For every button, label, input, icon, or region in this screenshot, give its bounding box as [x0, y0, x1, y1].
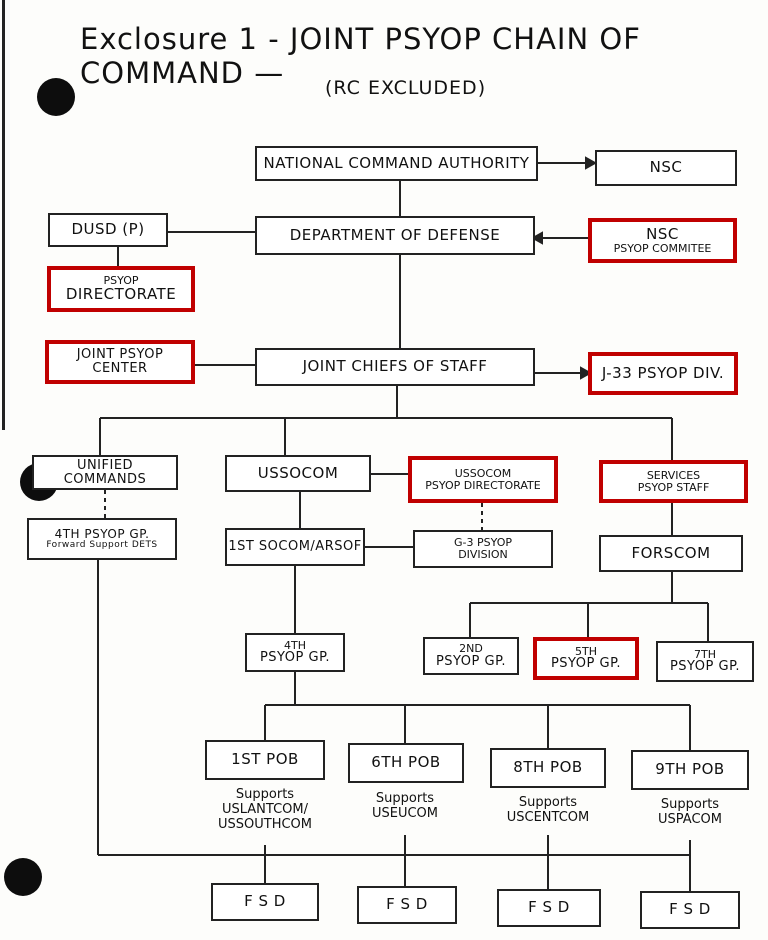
- box-unified-commands: UNIFIED COMMANDS: [32, 455, 178, 490]
- box-9th-pob: 9TH POB: [631, 750, 749, 790]
- box-fsd: F S D: [497, 889, 601, 927]
- box-joint-chiefs-of-staff: JOINT CHIEFS OF STAFF: [255, 348, 535, 386]
- box-6th-pob: 6TH POB: [348, 743, 464, 783]
- box-joint-psyop-center: JOINT PSYOP CENTER: [45, 340, 195, 384]
- box-department-of-defense: DEPARTMENT OF DEFENSE: [255, 216, 535, 255]
- box-1st-pob: 1ST POB: [205, 740, 325, 780]
- box-8th-pob: 8TH POB: [490, 748, 606, 788]
- box-forscom: FORSCOM: [599, 535, 743, 572]
- page-subtitle: (RC EXCLUDED): [325, 77, 487, 99]
- box-4th-psyop-gp-forward: 4TH PSYOP GP.Forward Support DETS: [27, 518, 177, 560]
- binder-hole: [37, 78, 75, 116]
- box-national-command-authority: NATIONAL COMMAND AUTHORITY: [255, 146, 538, 181]
- box-ussocom: USSOCOM: [225, 455, 371, 492]
- page-edge-line: [2, 0, 5, 430]
- box-1st-socom-arsof: 1ST SOCOM/ARSOF: [225, 528, 365, 566]
- page-title: Exclosure 1 - JOINT PSYOP CHAIN OF COMMA…: [80, 22, 641, 90]
- box-fsd: F S D: [211, 883, 319, 921]
- box-dusd: DUSD (P): [48, 213, 168, 247]
- box-fsd: F S D: [640, 891, 740, 929]
- box-j33-psyop-div: J-33 PSYOP DIV.: [588, 352, 738, 395]
- box-fsd: F S D: [357, 886, 457, 924]
- box-nsc: NSC: [595, 150, 737, 186]
- binder-hole: [4, 858, 42, 896]
